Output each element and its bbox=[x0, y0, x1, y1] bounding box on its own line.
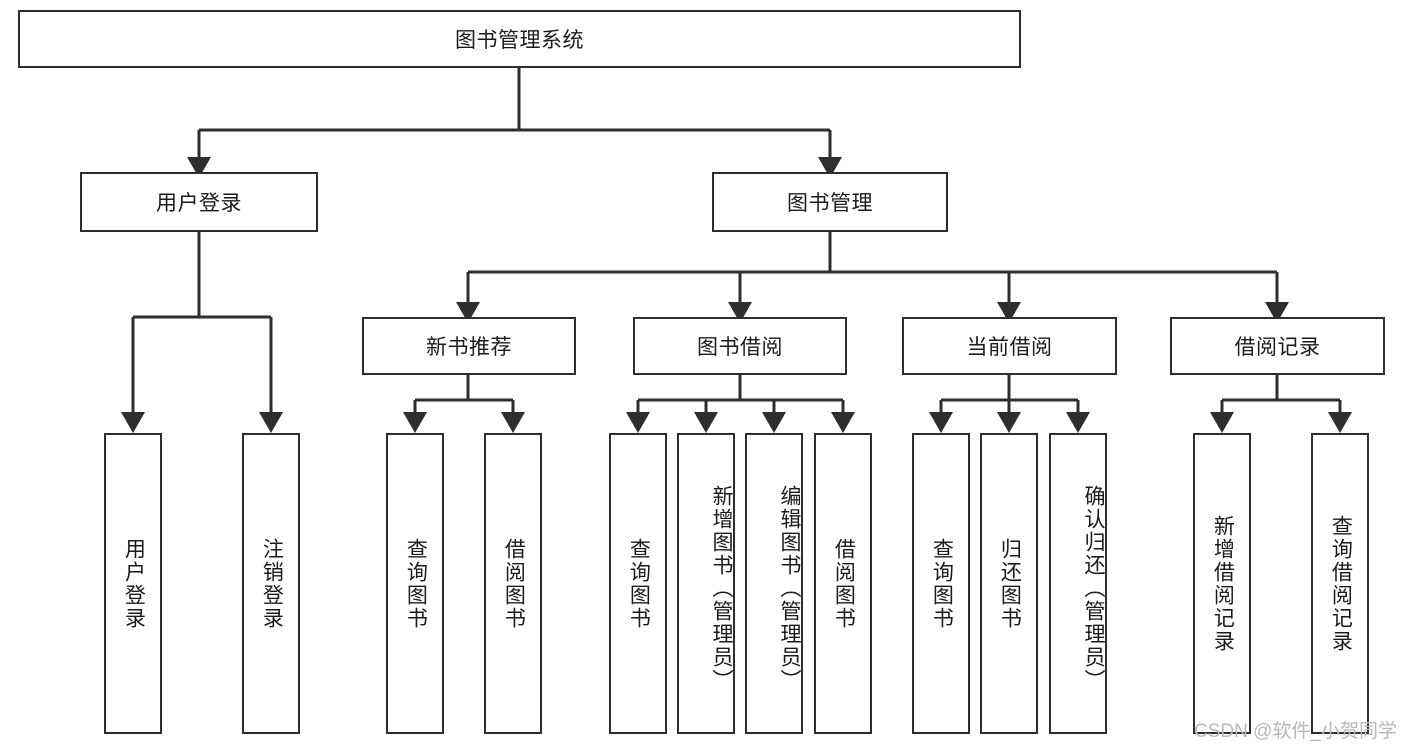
node-label: 借阅图书 bbox=[832, 537, 856, 630]
node-label: 借阅记录 bbox=[1234, 336, 1321, 359]
node-borrow-record[interactable]: 借阅记录 bbox=[1170, 317, 1385, 375]
node-label: 当前借阅 bbox=[966, 336, 1053, 359]
node-label: 确认归还（管理员） bbox=[1082, 485, 1105, 692]
node-label: 查询图书 bbox=[404, 537, 428, 630]
node-book-management[interactable]: 图书管理 bbox=[712, 172, 948, 232]
node-label: 图书管理系统 bbox=[455, 29, 584, 52]
node-current-borrow[interactable]: 当前借阅 bbox=[902, 317, 1117, 375]
leaf-user-login[interactable]: 用户登录 bbox=[104, 433, 162, 734]
leaf-add-borrow-record[interactable]: 新增借阅记录 bbox=[1193, 433, 1251, 734]
leaf-borrow-book[interactable]: 借阅图书 bbox=[814, 433, 872, 734]
leaf-query-book-current[interactable]: 查询图书 bbox=[912, 433, 970, 734]
watermark-text: CSDN @软件_小贺同学 bbox=[1194, 721, 1397, 742]
node-label: 新增图书（管理员） bbox=[710, 485, 733, 692]
node-new-book-recommend[interactable]: 新书推荐 bbox=[362, 317, 576, 375]
leaf-query-book-borrow[interactable]: 查询图书 bbox=[609, 433, 667, 734]
leaf-edit-book-admin[interactable]: 编辑图书（管理员） bbox=[745, 433, 803, 734]
node-label: 图书借阅 bbox=[697, 336, 783, 359]
node-label: 查询图书 bbox=[930, 537, 954, 630]
leaf-return-book[interactable]: 归还图书 bbox=[980, 433, 1038, 734]
node-label: 新增借阅记录 bbox=[1211, 514, 1235, 653]
leaf-add-book-admin[interactable]: 新增图书（管理员） bbox=[677, 433, 735, 734]
node-root-system[interactable]: 图书管理系统 bbox=[18, 10, 1021, 68]
node-label: 用户登录 bbox=[122, 537, 146, 630]
node-label: 查询图书 bbox=[627, 537, 651, 630]
leaf-query-book-recommend[interactable]: 查询图书 bbox=[386, 433, 444, 734]
node-label: 编辑图书（管理员） bbox=[778, 485, 801, 692]
node-label: 归还图书 bbox=[998, 537, 1022, 630]
leaf-query-borrow-record[interactable]: 查询借阅记录 bbox=[1311, 433, 1369, 734]
node-book-borrow[interactable]: 图书借阅 bbox=[633, 317, 847, 375]
node-label: 注销登录 bbox=[260, 537, 284, 630]
leaf-confirm-return-admin[interactable]: 确认归还（管理员） bbox=[1049, 433, 1107, 734]
node-label: 图书管理 bbox=[787, 192, 873, 215]
node-label: 查询借阅记录 bbox=[1329, 514, 1353, 653]
node-label: 借阅图书 bbox=[502, 537, 526, 630]
leaf-user-logout[interactable]: 注销登录 bbox=[242, 433, 300, 734]
leaf-borrow-book-recommend[interactable]: 借阅图书 bbox=[484, 433, 542, 734]
node-user-login[interactable]: 用户登录 bbox=[80, 172, 318, 232]
node-label: 用户登录 bbox=[156, 192, 242, 215]
node-label: 新书推荐 bbox=[426, 336, 512, 359]
